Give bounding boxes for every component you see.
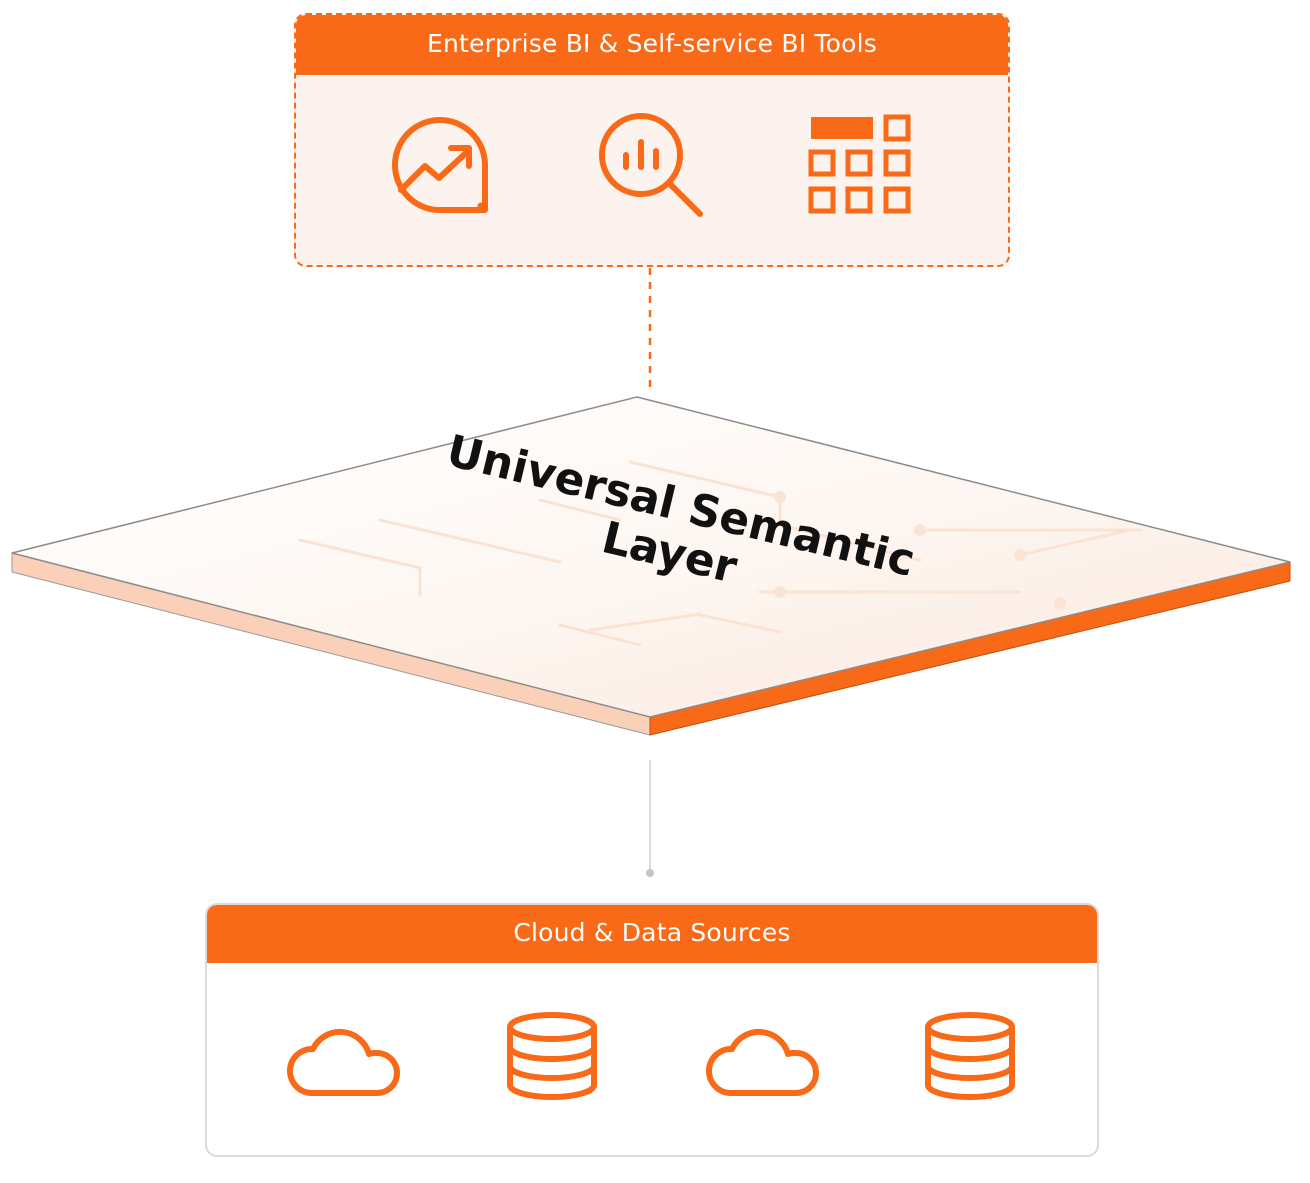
bi-tools-box: Enterprise BI & Self-service BI Tools <box>294 13 1010 267</box>
connector-endpoint <box>646 869 654 877</box>
cloud-icon <box>706 1028 819 1096</box>
magnify-analytics-icon <box>599 113 703 217</box>
semantic-layer-plate <box>11 396 1291 718</box>
circuit-pattern <box>298 460 1142 647</box>
database-icon <box>507 1012 597 1100</box>
trend-chart-icon <box>392 117 488 214</box>
data-sources-box: Cloud & Data Sources <box>205 903 1099 1157</box>
grid-table-icon <box>808 114 911 214</box>
circuit-nodes <box>774 491 1066 609</box>
cloud-icon <box>287 1028 400 1096</box>
database-icon <box>925 1012 1015 1100</box>
data-sources-title: Cloud & Data Sources <box>207 905 1097 963</box>
bi-tools-title: Enterprise BI & Self-service BI Tools <box>296 15 1008 75</box>
